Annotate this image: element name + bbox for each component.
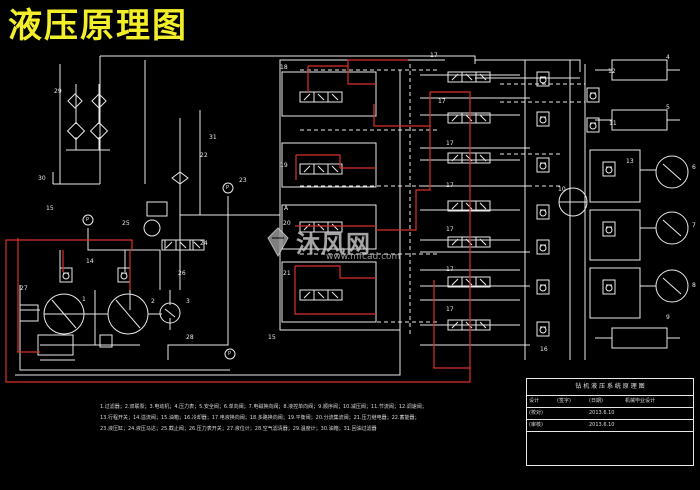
label-10: 10 <box>558 186 566 193</box>
label-22: 22 <box>200 152 208 159</box>
label-17g: 17 <box>446 306 454 313</box>
tb-cell: (日期) <box>589 398 603 404</box>
gauge-label-1: P <box>226 185 230 191</box>
label-29: 29 <box>54 88 62 95</box>
label-28: 28 <box>186 334 194 341</box>
label-18: 18 <box>280 64 288 71</box>
label-14: 14 <box>86 258 94 265</box>
label-13: 13 <box>626 158 634 165</box>
watermark: 沐风网 www.mfcad.com <box>262 224 432 264</box>
label-17a: 17 <box>430 52 438 59</box>
title-block-row-3: (审核) 2013.6.10 <box>527 420 693 432</box>
watermark-text: 沐风网 <box>296 230 371 258</box>
label-2: 2 <box>151 298 155 305</box>
label-17e: 17 <box>446 226 454 233</box>
watermark-logo-icon <box>267 227 289 258</box>
component-notes: 1.过滤器；2.双联泵；3.电动机；4.压力表；5.安全阀；6.单向阀；7.电磁… <box>100 402 520 435</box>
notes-line-1: 1.过滤器；2.双联泵；3.电动机；4.压力表；5.安全阀；6.单向阀；7.电磁… <box>100 404 427 410</box>
tb-cell: (校对) <box>529 410 543 416</box>
label-17c: 17 <box>446 140 454 147</box>
label-30: 30 <box>38 175 46 182</box>
label-7: 7 <box>692 222 696 229</box>
drawing-title: 液压原理图 <box>8 6 188 46</box>
title-block-row-2: (校对) 2013.6.10 <box>527 408 693 420</box>
label-23: 23 <box>239 177 247 184</box>
label-5: 5 <box>666 104 670 111</box>
gauge-label-2: P <box>86 217 90 223</box>
label-25: 25 <box>122 220 130 227</box>
label-16: 16 <box>540 346 548 353</box>
notes-line-2: 13.行程开关；14.溢流阀；15.油箱；16.冷却器；17.电液换向阀；18.… <box>100 415 420 421</box>
label-17d: 17 <box>446 182 454 189</box>
label-24: 24 <box>200 240 208 247</box>
label-21: 21 <box>283 270 291 277</box>
label-27: 27 <box>20 285 28 292</box>
tb-cell: 2013.6.10 <box>589 422 615 428</box>
tb-cell: (审核) <box>529 422 543 428</box>
label-31: 31 <box>209 134 217 141</box>
tb-cell: (签字) <box>557 398 571 404</box>
title-block-header: 钻 机 液 压 系 统 原 理 图 <box>527 379 693 396</box>
notes-line-3: 23.液压缸；24.液压马达；25.截止阀；26.压力表开关；27.液位计；28… <box>100 426 377 432</box>
label-8: 8 <box>692 282 696 289</box>
tb-cell: 机械毕业设计 <box>625 398 656 404</box>
label-26: 26 <box>178 270 186 277</box>
label-20: 20 <box>283 220 291 227</box>
label-3: 3 <box>186 298 190 305</box>
label-17f: 17 <box>446 266 454 273</box>
label-17b: 17 <box>438 98 446 105</box>
label-15b: 15 <box>268 334 276 341</box>
label-19: 19 <box>280 162 288 169</box>
label-6: 6 <box>692 164 696 171</box>
label-15: 15 <box>46 205 54 212</box>
label-4: 4 <box>666 54 670 61</box>
tb-cell: 2013.6.10 <box>589 410 615 416</box>
gauge-label-3: P <box>228 351 232 357</box>
port-a-label: A <box>284 205 289 212</box>
label-12: 12 <box>608 68 616 75</box>
label-1: 1 <box>82 296 86 303</box>
label-9: 9 <box>666 314 670 321</box>
label-11: 11 <box>609 120 617 127</box>
title-block: 钻 机 液 压 系 统 原 理 图 设计 (签字) (日期) 机械毕业设计 (校… <box>526 378 694 466</box>
title-block-row-1: 设计 (签字) (日期) 机械毕业设计 <box>527 396 693 408</box>
watermark-url: www.mfcad.com <box>326 252 401 262</box>
tb-cell: 设计 <box>529 398 540 404</box>
